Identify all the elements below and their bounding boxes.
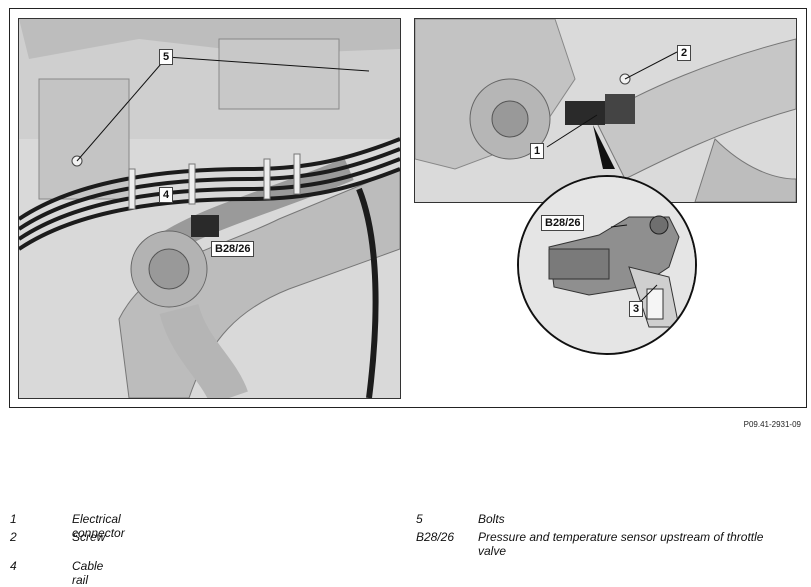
callout-sensor-left: B28/26 — [211, 241, 255, 257]
figure-frame: 5 4 B28/26 2 1 — [9, 8, 807, 408]
callout-sensor-zoom: B28/26 — [541, 215, 585, 231]
legend-key: 2 — [10, 530, 17, 544]
callout-5: 5 — [159, 49, 174, 65]
sensor-zoom-view: B28/26 3 — [517, 175, 697, 355]
legend-key: 1 — [10, 512, 17, 526]
callout-1: 1 — [530, 143, 545, 159]
callout-3: 3 — [629, 301, 644, 317]
legend-key: 5 — [416, 512, 423, 526]
legend-key: B28/26 — [416, 530, 455, 544]
sensor-detail-illustration: 2 1 — [414, 18, 797, 203]
legend-text: Bolts — [478, 512, 505, 526]
legend-text: Cable rail — [72, 559, 104, 587]
engine-overview-illustration: 5 4 B28/26 — [18, 18, 401, 399]
legend-text: Pressure and temperature sensor upstream… — [478, 530, 764, 558]
figure-id: P09.41-2931-09 — [743, 420, 801, 429]
callout-4: 4 — [159, 187, 174, 203]
callout-2: 2 — [677, 45, 692, 61]
legend-text: Electrical connector — [72, 512, 125, 540]
legend-key: 4 — [10, 559, 17, 573]
legend-text: Screw — [72, 530, 106, 544]
